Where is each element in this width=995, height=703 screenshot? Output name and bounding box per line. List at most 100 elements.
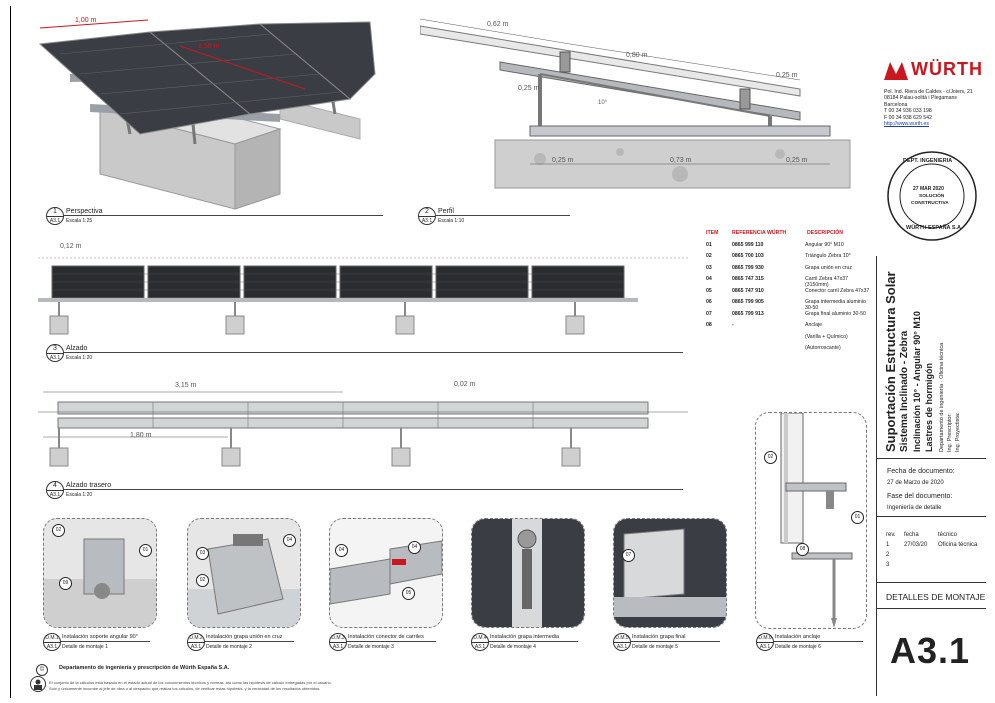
view-scale-3: Escala 1:20 bbox=[66, 355, 93, 361]
stamp-bottom: WÜRTH ESPAÑA S.A. bbox=[906, 225, 963, 231]
perspective-drawing bbox=[38, 19, 376, 210]
detail-shape bbox=[623, 528, 685, 600]
parts-table-extra-1: (Varilla + Químico) bbox=[805, 333, 848, 340]
doc-phase-label: Fase del documento: bbox=[887, 493, 953, 500]
view-underline-1 bbox=[63, 215, 383, 216]
engineer-avatar-icon bbox=[30, 676, 46, 692]
detail-shape bbox=[517, 529, 537, 549]
detail-shape bbox=[389, 540, 442, 585]
detail-title: Instalación grapa final bbox=[632, 634, 686, 640]
title-proyectista: Ing. Proyectista: bbox=[955, 412, 961, 452]
detail-subtitle: Detalle de montaje 6 bbox=[775, 644, 821, 650]
detail-dm5: 07 bbox=[613, 518, 727, 628]
detail-subtitle: Detalle de montaje 4 bbox=[490, 644, 536, 650]
stamp-line1: SOLUCIÓN bbox=[919, 194, 945, 199]
view-underline-2 bbox=[435, 215, 570, 216]
title-inclination: Inclinación 10° - Angular 90° M10 bbox=[912, 311, 922, 452]
part-tag: 01 bbox=[851, 511, 864, 524]
footer-copyright: Departamento de ingeniería y prescripció… bbox=[59, 665, 230, 671]
revision-row: 2 bbox=[886, 552, 890, 558]
parts-table-row: 08-Anclaje bbox=[706, 322, 823, 328]
dim-315: 3,15 m bbox=[175, 382, 197, 389]
dim-1m: 1,00 m bbox=[75, 17, 97, 24]
part-tag: 02 bbox=[764, 451, 777, 464]
dim-073: 0,73 m bbox=[670, 157, 692, 164]
detail-underline bbox=[488, 641, 578, 642]
stamp-date: 27 MAR 2020 bbox=[913, 186, 944, 192]
copyright-icon: © bbox=[36, 664, 48, 676]
title-block-rule-1 bbox=[876, 458, 986, 459]
view-scale-2: Escala 1:10 bbox=[438, 218, 465, 224]
part-tag: 03 bbox=[196, 547, 209, 560]
dim-angle: 10° bbox=[598, 100, 608, 106]
anchor-detail-drawing bbox=[780, 413, 853, 628]
company-url-link[interactable]: http://www.wurth.es bbox=[884, 121, 929, 128]
title-block-rule-3 bbox=[876, 582, 986, 583]
engineering-stamp-icon bbox=[887, 151, 977, 241]
detail-title: Instalación grapa intermedia bbox=[490, 634, 560, 640]
dim-025-d: 0,25 m bbox=[786, 157, 808, 164]
sheet-code: A3.1 bbox=[890, 630, 971, 671]
detail-underline bbox=[773, 641, 863, 642]
parts-table-header: ITEM REFERENCIA WÜRTH DESCRIPCIÓN bbox=[706, 230, 844, 236]
title-block-rule-2 bbox=[876, 516, 986, 517]
title-ballast: Lastres de hormigón bbox=[924, 362, 934, 452]
detail-shape bbox=[94, 583, 110, 599]
title-dept: Departamento de ingeniería · Oficina téc… bbox=[939, 342, 945, 452]
detail-shape bbox=[522, 549, 532, 609]
title-system: Sistema Inclinado - Zebra bbox=[899, 330, 910, 452]
part-tag: 01 bbox=[139, 544, 152, 557]
title-main: Suportación Estructura Solar bbox=[883, 271, 898, 452]
rear-elevation-drawing bbox=[38, 391, 688, 467]
view-title-1: Perspectiva bbox=[66, 208, 103, 215]
detail-subtitle: Detalle de montaje 5 bbox=[632, 644, 678, 650]
view-scale-1: Escala 1:25 bbox=[66, 218, 93, 224]
detail-underline bbox=[204, 641, 294, 642]
view-underline-3 bbox=[63, 352, 683, 353]
dim-1-5m: 1,50 m bbox=[198, 43, 220, 50]
elevation-drawing bbox=[38, 257, 688, 335]
dim-012: 0,12 m bbox=[60, 243, 82, 250]
detail-drawing bbox=[188, 534, 300, 627]
footer-disclaimer-2: Solo y únicamente incumbe al jefe de obr… bbox=[49, 686, 321, 691]
company-address: Pol. Ind. Riera de Caldes - c/Joiers, 21… bbox=[884, 89, 973, 128]
detail-drawing bbox=[614, 519, 726, 627]
detail-shape bbox=[233, 534, 263, 546]
dim-062: 0,62 m bbox=[487, 21, 509, 28]
part-tag: 04 bbox=[283, 534, 296, 547]
detail-title: Instalación anclaje bbox=[775, 634, 821, 640]
detail-title: Instalación grapa unión en cruz bbox=[206, 634, 283, 640]
detail-subtitle: Detalle de montaje 2 bbox=[206, 644, 252, 650]
part-tag: 04 bbox=[335, 544, 348, 557]
detail-shape bbox=[392, 559, 406, 565]
detail-title: Instalación conector de carriles bbox=[348, 634, 424, 640]
stamp-line2: CONSTRUCTIVA bbox=[911, 201, 949, 206]
dim-025-a: 0,25 m bbox=[776, 72, 798, 79]
part-tag: 02 bbox=[52, 524, 65, 537]
detail-underline bbox=[60, 641, 150, 642]
view-underline-4 bbox=[63, 489, 683, 490]
view-scale-4: Escala 1:20 bbox=[66, 492, 93, 498]
wurth-logo: WÜRTH bbox=[911, 59, 983, 79]
detail-dm4 bbox=[471, 518, 585, 628]
profile-drawing bbox=[420, 18, 851, 189]
footer-disclaimer-1: El conjunto de la cálculos está basado e… bbox=[49, 680, 332, 685]
dim-025-c: 0,25 m bbox=[552, 157, 574, 164]
sheet-name: DETALLES DE MONTAJE bbox=[886, 592, 986, 602]
stamp-top: DEPT. INGENIERIA bbox=[903, 158, 953, 164]
detail-underline bbox=[630, 641, 720, 642]
part-tag: 04 bbox=[408, 541, 421, 554]
detail-underline bbox=[346, 641, 436, 642]
